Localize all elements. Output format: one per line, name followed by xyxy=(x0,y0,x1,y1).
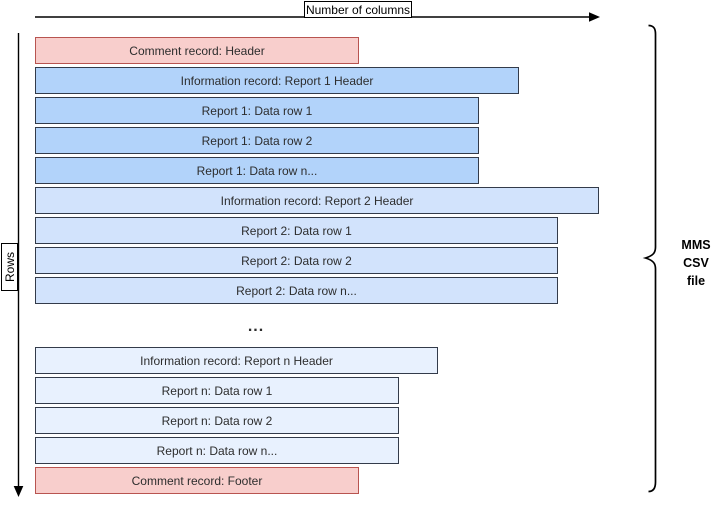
row-bar: Report n: Data row n... xyxy=(35,437,399,464)
row-bar: Report 2: Data row n... xyxy=(35,277,558,304)
file-label-line: CSV xyxy=(683,256,709,270)
row-label: Report n: Data row 2 xyxy=(161,413,273,428)
row-label: Report n: Data row n... xyxy=(156,443,278,458)
rows-axis-label: Rows xyxy=(1,243,18,291)
row-bar: Information record: Report 1 Header xyxy=(35,67,519,94)
csv-file-brace-icon xyxy=(642,24,657,493)
row-bar: Information record: Report n Header xyxy=(35,347,438,374)
file-label-line: file xyxy=(686,274,706,288)
row-label: Report 2: Data row 2 xyxy=(241,253,352,268)
row-bar: Information record: Report 2 Header xyxy=(35,187,599,214)
row-bar: Report 1: Data row 2 xyxy=(35,127,479,154)
row-bar: Report 1: Data row n... xyxy=(35,157,479,184)
file-label-line: MMS xyxy=(681,238,711,252)
row-label: Report n: Data row 1 xyxy=(161,383,273,398)
columns-axis-label: Number of columns xyxy=(304,1,412,18)
row-label: Report 1: Data row 2 xyxy=(201,133,313,148)
row-label: Comment record: Header xyxy=(129,43,265,58)
row-label: Report 1: Data row 1 xyxy=(201,103,313,118)
row-bar: Report 2: Data row 2 xyxy=(35,247,558,274)
row-bar: Report n: Data row 2 xyxy=(35,407,399,434)
row-bar: Report 2: Data row 1 xyxy=(35,217,558,244)
row-bar: Report 1: Data row 1 xyxy=(35,97,479,124)
row-label: Report 1: Data row n... xyxy=(196,163,318,178)
row-bar: Comment record: Header xyxy=(35,37,359,64)
row-label: Comment record: Footer xyxy=(131,473,263,488)
file-label: MMS CSV file xyxy=(668,236,717,290)
row-label: Information record: Report 2 Header xyxy=(220,193,414,208)
row-label: Information record: Report 1 Header xyxy=(180,73,374,88)
row-label: Information record: Report n Header xyxy=(140,353,333,368)
row-bar: Comment record: Footer xyxy=(35,467,359,494)
row-label: Report 2: Data row n... xyxy=(236,283,357,298)
rows-axis-label-text: Rows xyxy=(2,251,17,283)
row-label: Report 2: Data row 1 xyxy=(241,223,352,238)
row-bar: Report n: Data row 1 xyxy=(35,377,399,404)
columns-axis-label-text: Number of columns xyxy=(305,2,411,17)
ellipsis: ... xyxy=(247,318,265,335)
